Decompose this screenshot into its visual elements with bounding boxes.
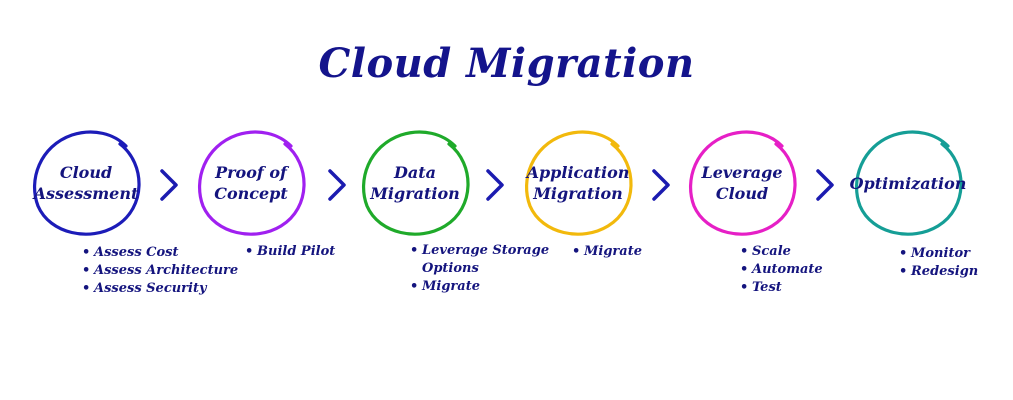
list-item-text: Automate — [752, 262, 823, 277]
list-item: •Test — [738, 279, 823, 297]
list-item-text: Assess Architecture — [94, 263, 239, 278]
stage-label-line: Leverage — [701, 163, 783, 183]
stage-label-line: Proof of — [215, 163, 287, 183]
stage-label-line: Assessment — [33, 184, 139, 203]
stage-bullet-list: •Migrate — [570, 243, 642, 261]
stage-ring — [33, 130, 141, 236]
stage-label-line: Concept — [214, 184, 288, 203]
stage-label: Leverage Cloud — [678, 130, 806, 238]
bullet-marker: • — [82, 245, 91, 260]
stage-label-line: Migration — [533, 184, 623, 203]
list-item-text: Test — [752, 280, 782, 295]
chevron-right-icon — [816, 169, 834, 201]
bullet-marker: • — [740, 244, 749, 259]
list-item: •Build Pilot — [243, 243, 335, 261]
stage-application-migration: Application Migration — [524, 130, 633, 238]
chevron-right-icon — [160, 169, 178, 201]
chevron-right-icon — [652, 169, 670, 201]
list-item: •Leverage Storage — [408, 242, 549, 260]
list-item: •Migrate — [408, 278, 549, 296]
list-item-text: Leverage Storage — [422, 243, 550, 258]
list-item: •Migrate — [570, 243, 642, 261]
stage-leverage-cloud: Leverage Cloud — [688, 130, 797, 238]
list-item-text: Assess Security — [94, 281, 207, 296]
stage-cloud-assessment: Cloud Assessment — [32, 130, 141, 238]
list-item-text: Redesign — [911, 264, 979, 279]
bullet-marker: • — [740, 262, 749, 277]
list-item-text: Assess Cost — [94, 245, 179, 260]
bullet-marker: • — [82, 281, 91, 296]
list-item-text: Migrate — [584, 244, 642, 259]
stage-label-line: Cloud — [59, 163, 113, 183]
list-item: •Options — [408, 260, 549, 278]
stage-ring — [525, 130, 633, 236]
stage-label: Proof of Concept — [187, 130, 315, 238]
list-item: •Scale — [738, 243, 823, 261]
list-item-text: Migrate — [422, 279, 480, 294]
list-item: •Automate — [738, 261, 823, 279]
chevron-right-icon — [328, 169, 346, 201]
bullet-marker: • — [572, 244, 581, 259]
stage-label-line: Migration — [370, 184, 460, 203]
list-item: •Redesign — [897, 263, 978, 281]
stage-label: Application Migration — [514, 130, 642, 238]
stage-proof-of-concept: Proof of Concept — [197, 130, 306, 238]
stage-label: Optimization — [844, 130, 972, 238]
stage-bullet-list: •Monitor •Redesign — [897, 245, 978, 281]
stage-label-line: Application — [526, 163, 630, 183]
list-item-text: Scale — [752, 244, 791, 259]
stage-label: Data Migration — [351, 130, 479, 238]
stage-ring — [362, 130, 470, 236]
list-item-text: Options — [422, 261, 479, 276]
stage-bullet-list: •Scale •Automate •Test — [738, 243, 823, 297]
bullet-marker: • — [245, 244, 254, 259]
stage-bullet-list: •Leverage Storage •Options •Migrate — [408, 242, 549, 296]
stage-label-line: Data — [393, 163, 436, 183]
stage-optimization: Optimization — [850, 130, 966, 238]
stage-label: Cloud Assessment — [22, 130, 150, 238]
chevron-right-icon — [486, 169, 504, 201]
stage-ring — [198, 130, 306, 236]
list-item: •Monitor — [897, 245, 978, 263]
bullet-marker: • — [82, 263, 91, 278]
stage-ring — [689, 130, 797, 236]
list-item-text: Build Pilot — [257, 244, 336, 259]
bullet-marker: • — [899, 246, 908, 261]
stage-data-migration: Data Migration — [361, 130, 470, 238]
stage-ring — [855, 130, 963, 236]
stage-bullet-list: •Build Pilot — [243, 243, 335, 261]
bullet-marker: • — [410, 279, 419, 294]
bullet-marker: • — [410, 243, 419, 258]
list-item: •Assess Cost — [80, 244, 238, 262]
list-item: •Assess Architecture — [80, 262, 238, 280]
stage-label-line: Optimization — [849, 173, 967, 193]
bullet-marker: • — [899, 264, 908, 279]
list-item-text: Monitor — [911, 246, 970, 261]
bullet-marker: • — [740, 280, 749, 295]
diagram-title: Cloud Migration — [318, 40, 695, 87]
list-item: •Assess Security — [80, 280, 238, 298]
stage-bullet-list: •Assess Cost •Assess Architecture •Asses… — [80, 244, 238, 298]
stage-label-line: Cloud — [715, 184, 769, 203]
